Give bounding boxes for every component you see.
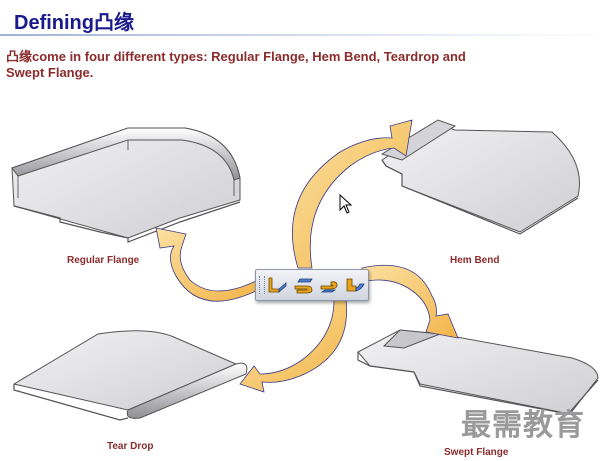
tear-drop-button[interactable] [318, 274, 340, 296]
swept-flange-part [357, 329, 599, 415]
page-title: Defining凸缘 [14, 12, 134, 34]
title-divider [0, 34, 613, 36]
label-hem-bend: Hem Bend [450, 255, 500, 266]
regular-flange-part [11, 127, 241, 243]
tear-drop-icon [320, 281, 338, 293]
label-swept-flange: Swept Flange [444, 447, 509, 458]
swept-flange-icon [346, 278, 365, 292]
regular-flange-icon [268, 277, 287, 293]
description-text: 凸缘come in four different types: Regular … [6, 49, 466, 80]
tear-drop-part [12, 330, 248, 421]
arrow-to-regular-flange [155, 227, 259, 302]
regular-flange-button[interactable] [266, 274, 288, 296]
hem-bend-part [380, 119, 580, 235]
label-regular-flange: Regular Flange [67, 255, 140, 266]
hem-bend-button[interactable] [292, 274, 314, 296]
flange-toolbar [255, 269, 369, 301]
arrow-to-hem-bend [291, 119, 413, 269]
swept-flange-button[interactable] [344, 274, 366, 296]
mouse-cursor-icon [339, 194, 353, 214]
toolbar-grip[interactable] [259, 276, 265, 294]
arrow-to-swept-flange [361, 264, 459, 339]
label-tear-drop: Tear Drop [107, 441, 154, 452]
hem-bend-icon [294, 278, 313, 294]
watermark: 最需教育 [461, 408, 585, 443]
arrow-to-tear-drop [239, 299, 348, 393]
